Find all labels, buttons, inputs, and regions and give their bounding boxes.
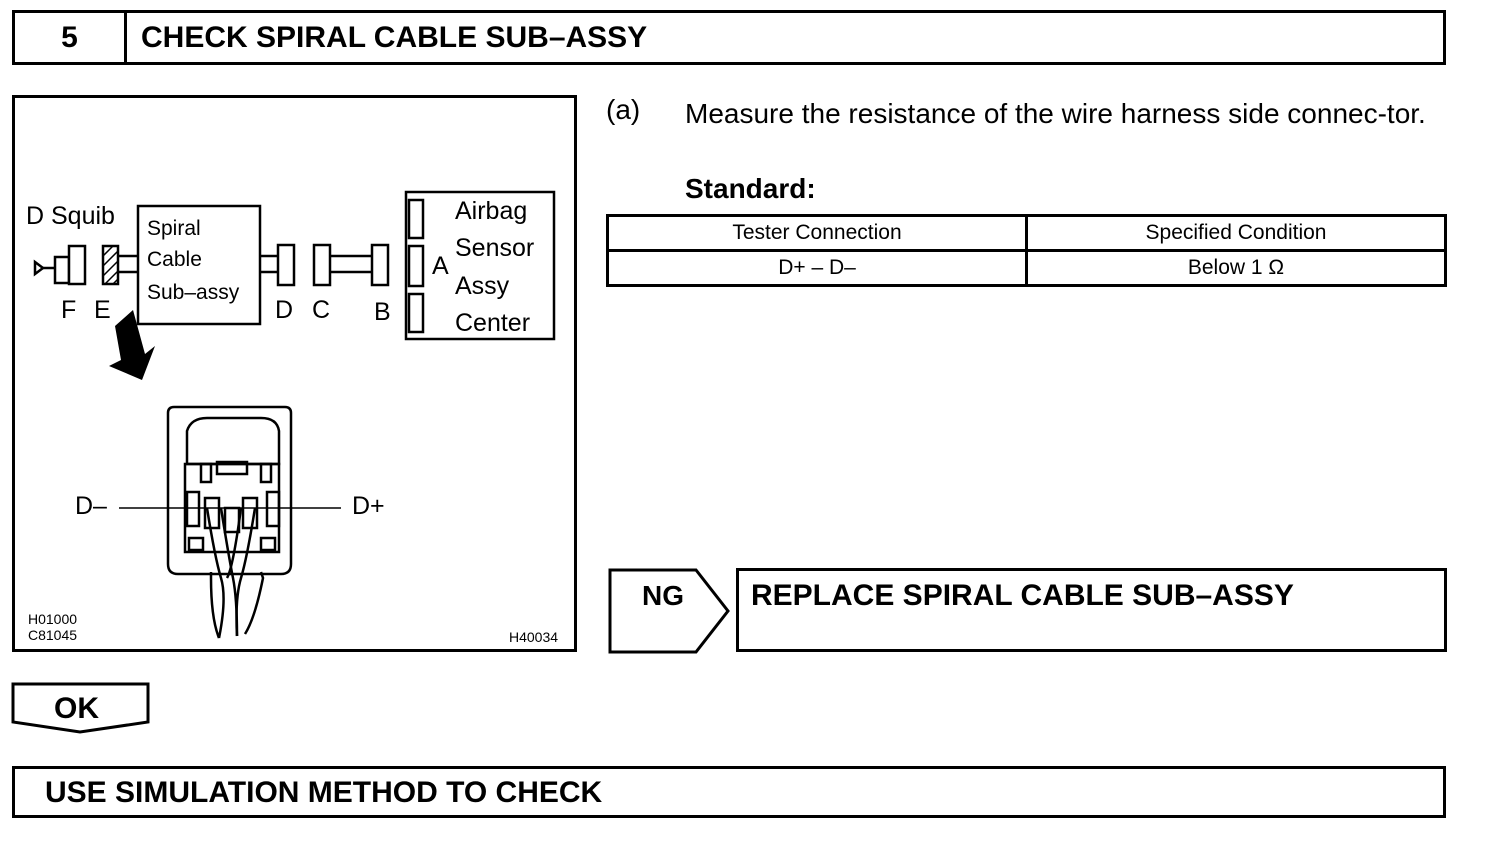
step-number: 5 (15, 13, 127, 62)
final-instruction-box: USE SIMULATION METHOD TO CHECK (12, 766, 1446, 818)
ng-result-box: REPLACE SPIRAL CABLE SUB–ASSY (736, 568, 1447, 652)
spiral-cable-label-line3: Sub–assy (147, 281, 240, 304)
spec-table: Tester Connection Specified Condition D+… (606, 214, 1447, 287)
connector-a-label: A (432, 252, 449, 280)
squib-label: D Squib (26, 202, 115, 230)
airbag-label-line3: Assy (455, 272, 510, 300)
ng-label: NG (642, 580, 684, 611)
table-row: D+ – D– Below 1 Ω (606, 249, 1447, 287)
instruction-text: Measure the resistance of the wire harne… (685, 98, 1426, 129)
connector-diagram: D Squib Spiral Cable Sub–assy Airbag Sen… (12, 95, 577, 652)
table-cell: Below 1 Ω (1025, 249, 1447, 287)
terminal-plus-label: D+ (352, 492, 385, 520)
connector-c-label: C (312, 296, 331, 324)
airbag-label-line1: Airbag (455, 197, 528, 225)
step-header: 5 CHECK SPIRAL CABLE SUB–ASSY (12, 10, 1446, 65)
connector-f-label: F (61, 296, 77, 324)
spiral-cable-label-line2: Cable (147, 248, 202, 271)
ok-label: OK (54, 692, 99, 725)
figure-code-1: H01000 (28, 611, 78, 627)
connector-d-label: D (275, 296, 294, 324)
spiral-cable-label-line1: Spiral (147, 217, 201, 240)
connector-diagram-graphic (33, 190, 556, 639)
connector-e-label: E (94, 296, 111, 324)
airbag-label-line2: Sensor (455, 234, 535, 262)
table-header-cell: Tester Connection (606, 214, 1028, 252)
terminal-minus-label: D– (75, 492, 107, 520)
instruction-letter: (a) (606, 94, 641, 125)
ok-arrow-icon (11, 682, 150, 734)
figure-code-2: C81045 (28, 627, 78, 643)
ng-arrow-icon (608, 568, 730, 654)
step-title: CHECK SPIRAL CABLE SUB–ASSY (141, 20, 648, 54)
table-header-cell: Specified Condition (1025, 214, 1447, 252)
table-cell: D+ – D– (606, 249, 1028, 287)
airbag-label-line4: Center (455, 309, 531, 337)
connector-b-label: B (374, 298, 391, 326)
standard-label: Standard: (685, 173, 816, 204)
table-header-row: Tester Connection Specified Condition (606, 214, 1447, 252)
figure-code-3: H40034 (509, 629, 559, 645)
